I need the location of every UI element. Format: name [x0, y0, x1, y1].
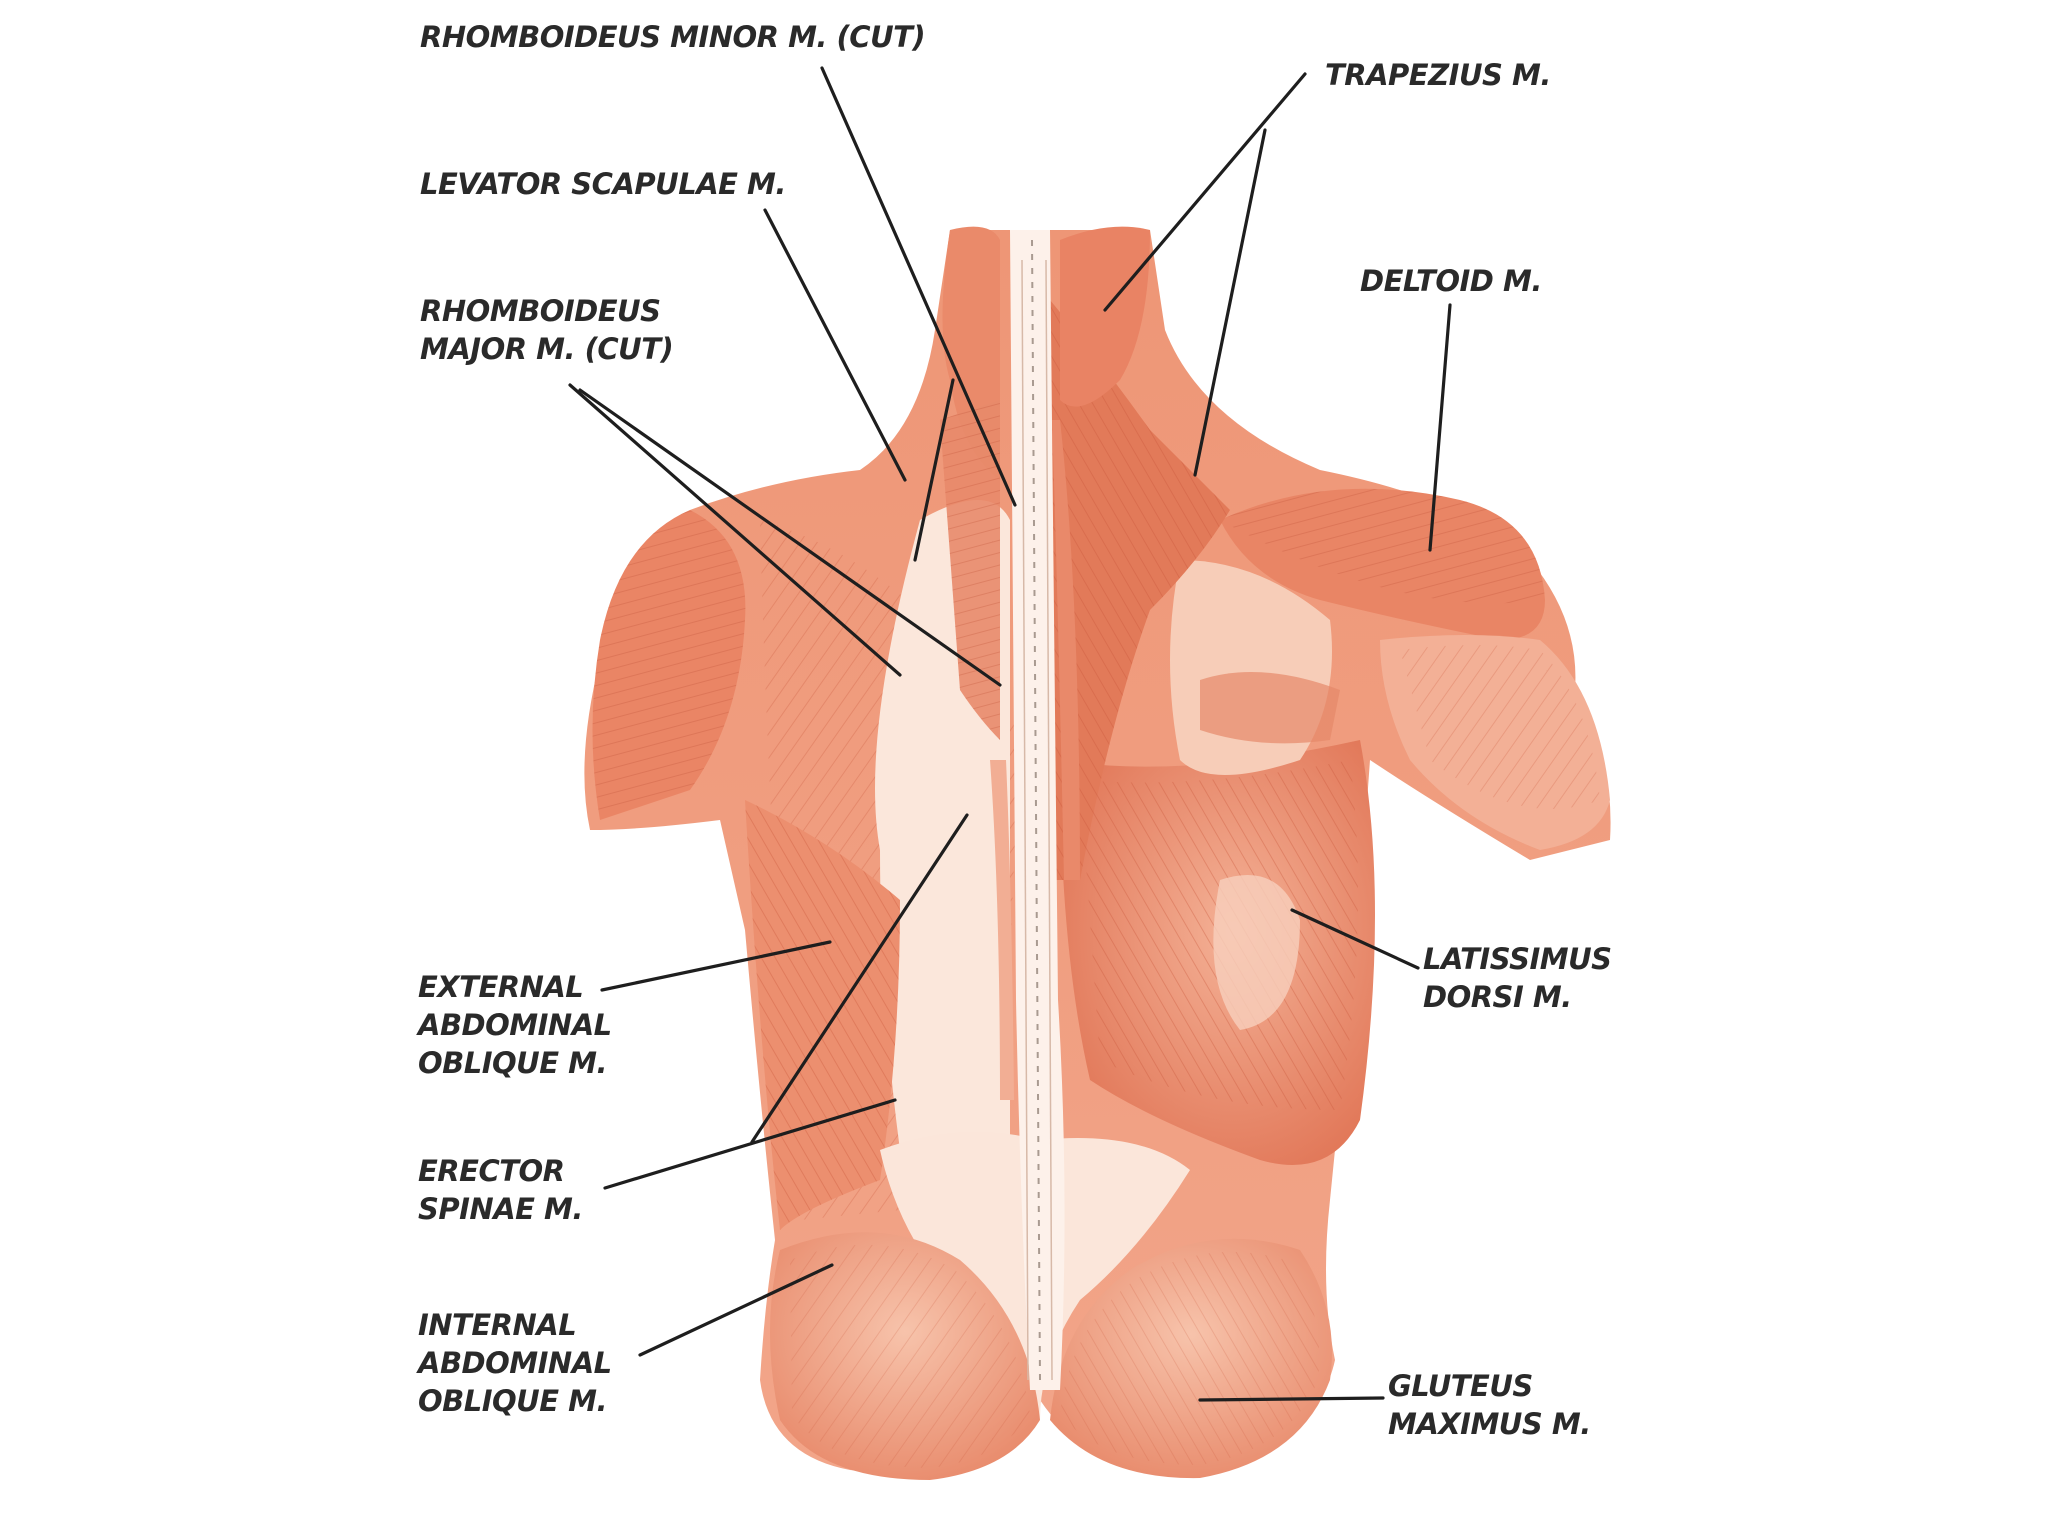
label-line: OBLIQUE M. — [418, 1044, 612, 1082]
label-rhomboideus-major: RHOMBOIDEUS MAJOR M. (CUT) — [420, 292, 673, 368]
label-line: OBLIQUE M. — [418, 1382, 612, 1420]
label-line: INTERNAL — [418, 1306, 612, 1344]
label-internal-oblique: INTERNAL ABDOMINAL OBLIQUE M. — [418, 1306, 612, 1420]
label-line: MAXIMUS M. — [1388, 1405, 1591, 1443]
label-deltoid: DELTOID M. — [1360, 262, 1542, 300]
label-line: ABDOMINAL — [418, 1344, 612, 1382]
label-rhomboideus-minor: RHOMBOIDEUS MINOR M. (CUT) — [420, 18, 925, 56]
label-line: TRAPEZIUS M. — [1325, 56, 1551, 94]
label-external-oblique: EXTERNAL ABDOMINAL OBLIQUE M. — [418, 968, 612, 1082]
label-levator-scapulae: LEVATOR SCAPULAE M. — [420, 165, 786, 203]
label-line: RHOMBOIDEUS — [420, 292, 673, 330]
label-line: DELTOID M. — [1360, 262, 1542, 300]
label-line: LEVATOR SCAPULAE M. — [420, 165, 786, 203]
label-line: SPINAE M. — [418, 1190, 583, 1228]
leader-levator-scapulae — [765, 210, 905, 480]
label-latissimus: LATISSIMUS DORSI M. — [1423, 940, 1612, 1016]
label-line: GLUTEUS — [1388, 1367, 1591, 1405]
label-line: LATISSIMUS — [1423, 940, 1612, 978]
label-line: RHOMBOIDEUS MINOR M. (CUT) — [420, 18, 925, 56]
leader-trapezius-a — [1105, 74, 1305, 310]
label-line: EXTERNAL — [418, 968, 612, 1006]
label-trapezius: TRAPEZIUS M. — [1325, 56, 1551, 94]
label-erector-spinae: ERECTOR SPINAE M. — [418, 1152, 583, 1228]
leader-gluteus — [1200, 1398, 1383, 1400]
label-line: DORSI M. — [1423, 978, 1612, 1016]
label-gluteus: GLUTEUS MAXIMUS M. — [1388, 1367, 1591, 1443]
label-line: ABDOMINAL — [418, 1006, 612, 1044]
label-line: MAJOR M. (CUT) — [420, 330, 673, 368]
label-line: ERECTOR — [418, 1152, 583, 1190]
